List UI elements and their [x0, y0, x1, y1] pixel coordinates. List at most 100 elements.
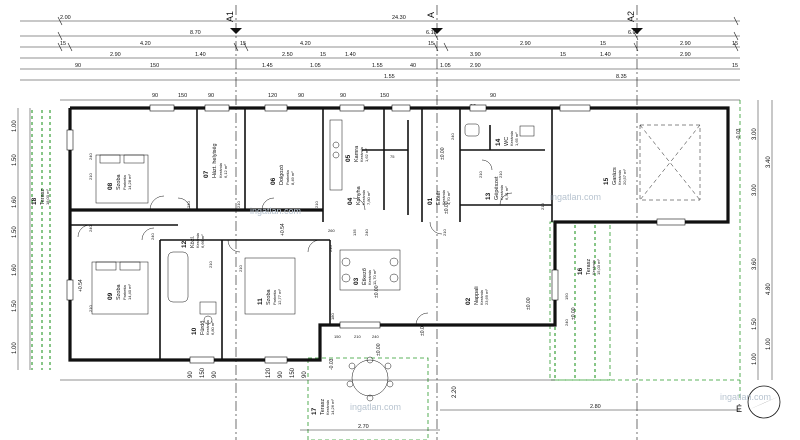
- room-18: 18 Terasz 18,00 m²: [31, 189, 50, 205]
- room-01-floor: Kerámia: [441, 189, 446, 205]
- room-18-num: 18: [31, 197, 38, 205]
- right-dim-7: 1.00: [752, 353, 758, 365]
- dim-r3-5: 2.90: [520, 41, 531, 47]
- bottom-dim-1: 150: [200, 367, 206, 378]
- room-04: 04 Konyha Kerámia 7,80 m²: [347, 185, 371, 205]
- door-label-12: 210: [498, 171, 503, 178]
- windows: [66, 104, 686, 364]
- right-dim-2: 3.00: [752, 128, 758, 140]
- room-07-name: Házt. helyiség: [212, 143, 218, 178]
- right-dim-0: 3.00: [752, 184, 758, 196]
- open-5: 90: [340, 93, 346, 99]
- room-18-area: 18,00 m²: [45, 189, 50, 205]
- room-12-floor: Kerámia: [195, 232, 200, 248]
- door-label-21: 240: [372, 334, 379, 339]
- room-05: 05 Kamra Kerámia 1,62 m²: [345, 145, 369, 162]
- open-2: 90: [208, 93, 214, 99]
- bottom-dim-5: 150: [290, 367, 296, 378]
- right-dim-3: 3.60: [752, 258, 758, 270]
- room-17: 17 Terasz Kerámia 14,26 m²: [311, 399, 335, 415]
- axis-label-a2: A2: [626, 11, 636, 22]
- bottom-dim-7: 2.20: [452, 386, 458, 398]
- room-09: 09 Szoba Parketta 14,40 m²: [107, 283, 132, 300]
- dim-row2-a: 8.70: [190, 30, 201, 36]
- dim-r5-4: 1.55: [372, 63, 383, 69]
- room-09-floor: Parketta: [122, 284, 127, 300]
- room-14-floor: Kerámia: [509, 130, 514, 146]
- room-15-num: 15: [603, 177, 610, 185]
- room-08-name: Szoba: [116, 173, 122, 190]
- room-15: 15 Garázs Kerámia 20,57 m²: [603, 167, 627, 185]
- room-11-num: 11: [257, 298, 264, 305]
- room-16: 16 Terasz Kerámia 15,03 m²: [577, 259, 601, 275]
- door-label-22: 180: [330, 313, 335, 320]
- bottom-dimension-chain: 90 150 90 120 90 150 90 2.20 2.70 2.80: [60, 367, 740, 431]
- room-05-name: Kamra: [354, 145, 360, 162]
- left-dimension-chain: 1.00 1.50 1.60 1.50 1.60 1.50 1.00: [12, 108, 31, 370]
- room-07-area: 6,12 m²: [223, 164, 228, 178]
- bottom-dim-2: 90: [212, 371, 218, 378]
- dim-r4-4: 1.40: [345, 52, 356, 58]
- room-14-name: WC: [504, 137, 510, 146]
- bottom-dim-8: 2.70: [358, 424, 369, 430]
- room-12: 12 Közl. Kerámia 6,66 m²: [181, 232, 205, 248]
- room-14: 14 WC Kerámia 1,65 m²: [495, 130, 519, 146]
- room-01-name: Előtér: [436, 190, 442, 205]
- dim-overall-left: 2.00: [60, 15, 71, 21]
- room-10-floor: Kerámia: [205, 319, 210, 335]
- room-02-num: 02: [465, 297, 472, 305]
- dim-r4-5: 3.90: [470, 52, 481, 58]
- room-05-num: 05: [345, 154, 352, 162]
- room-08-floor: Parketta: [122, 174, 127, 190]
- door-label-13: 210: [540, 203, 545, 210]
- level-3: +0.54: [78, 279, 84, 292]
- right-dim-5: 1.50: [752, 318, 758, 330]
- dim-r4-1: 1.40: [195, 52, 206, 58]
- dim-r4-7: 1.40: [600, 52, 611, 58]
- room-17-floor: Kerámia: [325, 399, 330, 415]
- room-03-area: 11,70 m²: [372, 269, 377, 285]
- room-01: 01 Előtér Kerámia 4,70 m²: [427, 189, 451, 205]
- door-label-19: 150: [334, 334, 341, 339]
- door-label-23: 150: [564, 293, 569, 300]
- room-09-area: 14,40 m²: [127, 284, 132, 300]
- room-16-name: Terasz: [586, 259, 592, 275]
- room-06-num: 06: [270, 177, 277, 185]
- level-markers: ±0.00 +0.54 -0.03 +0.54 ±0.00 ±0.00 ±0.0…: [78, 128, 742, 370]
- room-15-floor: Kerámia: [617, 169, 622, 185]
- room-labels: 08 Szoba Parketta 14,28 m² 07 Házt. hely…: [31, 130, 627, 415]
- dim-r4-2: 2.50: [282, 52, 293, 58]
- room-10: 10 Fürdő Kerámia 6,80 m²: [191, 319, 215, 335]
- walls: [68, 106, 730, 362]
- watermark-2: ingatlan.com: [550, 192, 601, 202]
- room-07-floor: Kerámia: [218, 162, 223, 178]
- dim-r3-3: 4.20: [300, 41, 311, 47]
- left-dim-5: 1.50: [12, 300, 18, 312]
- room-10-num: 10: [191, 327, 198, 335]
- bottom-dim-0: 90: [188, 371, 194, 378]
- dim-r4-0: 2.90: [110, 52, 121, 58]
- door-label-18: 240: [364, 229, 369, 236]
- dim-r3-2: 15: [240, 41, 246, 47]
- room-03: 03 Étkező Kerámia 11,70 m²: [353, 268, 377, 285]
- dim-r4-8: 2.90: [680, 52, 691, 58]
- door-label-10: 75: [390, 154, 395, 159]
- room-13: 13 Gépészet Kerámia 6,31 m²: [485, 176, 509, 200]
- room-18-name: Terasz: [40, 189, 46, 205]
- room-17-area: 14,26 m²: [330, 399, 335, 415]
- room-13-floor: Kerámia: [499, 184, 504, 200]
- top-dimension-chains: 2.00 24.30 8.70 6.10 6.00 15 4.20 15 4.2…: [20, 15, 740, 110]
- door-label-24: 240: [564, 319, 569, 326]
- dim-r4-6: 15: [560, 52, 566, 58]
- north-label: É: [736, 404, 742, 414]
- room-16-num: 16: [577, 267, 584, 275]
- door-label-14: 240: [450, 133, 455, 140]
- level-4: ±0.00: [420, 323, 426, 336]
- room-06: 06 Dolgozó Parketta 8,49 m²: [270, 165, 295, 185]
- door-label-15: 210: [442, 229, 447, 236]
- room-07: 07 Házt. helyiség Kerámia 6,12 m²: [203, 143, 228, 178]
- left-dim-3: 1.50: [12, 226, 18, 238]
- dim-overall: 24.30: [392, 15, 406, 21]
- room-03-floor: Kerámia: [367, 269, 372, 285]
